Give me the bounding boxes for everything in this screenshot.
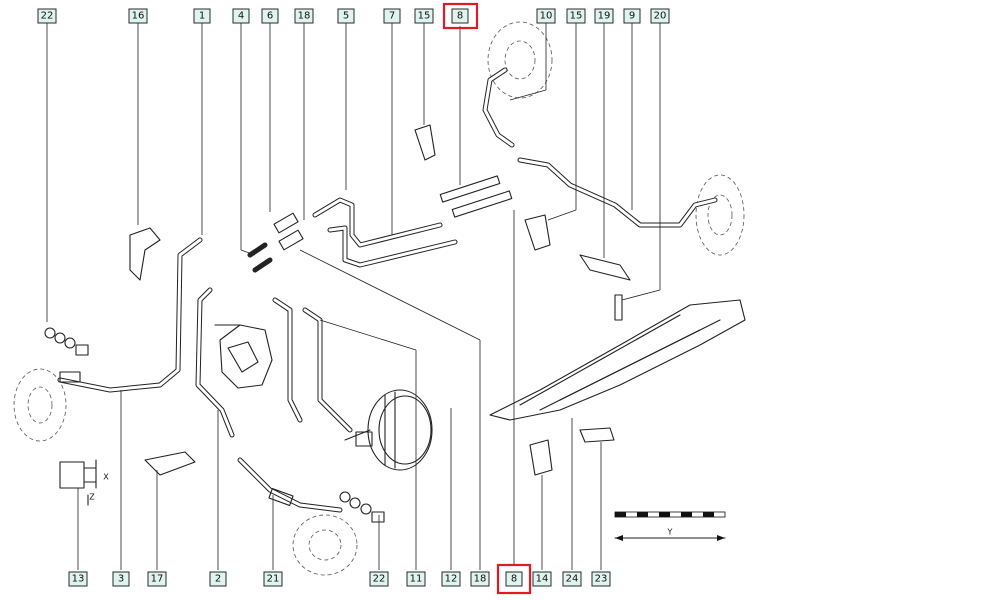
label-23: 23 (591, 571, 611, 587)
brackets (44, 124, 631, 523)
brake-pipes (57, 67, 718, 513)
svg-text:14: 14 (536, 574, 549, 585)
underbody-shield (489, 299, 746, 421)
svg-text:16: 16 (132, 11, 145, 22)
dimension-x-label: X (103, 473, 109, 482)
svg-text:15: 15 (418, 11, 431, 22)
svg-text:18: 18 (474, 574, 487, 585)
svg-text:22: 22 (41, 11, 54, 22)
flex-hoses (59, 175, 513, 507)
label-6: 6 (261, 8, 279, 24)
brake-booster (344, 389, 433, 471)
label-15-left: 15 (414, 8, 434, 24)
label-18-bottom: 18 (470, 571, 490, 587)
svg-text:23: 23 (595, 574, 608, 585)
svg-text:3: 3 (118, 574, 124, 585)
svg-text:21: 21 (267, 574, 280, 585)
bottom-labels: 13 3 17 2 21 22 11 12 18 8 14 24 23 (68, 563, 611, 595)
label-11: 11 (406, 571, 426, 587)
label-13: 13 (68, 571, 88, 587)
label-5: 5 (337, 8, 355, 24)
label-15-right: 15 (566, 8, 586, 24)
svg-text:19: 19 (598, 11, 611, 22)
label-17: 17 (147, 571, 167, 587)
svg-text:24: 24 (566, 574, 579, 585)
label-10: 10 (536, 8, 556, 24)
label-3: 3 (112, 571, 130, 587)
svg-text:2: 2 (215, 574, 221, 585)
scale-bar: Y (614, 511, 726, 541)
label-8-top: 8 (442, 2, 479, 30)
label-22-top: 22 (37, 8, 57, 24)
svg-text:8: 8 (511, 574, 517, 585)
label-1: 1 (193, 8, 211, 24)
label-12: 12 (441, 571, 461, 587)
svg-text:20: 20 (654, 11, 667, 22)
label-16: 16 (128, 8, 148, 24)
label-24: 24 (562, 571, 582, 587)
svg-text:4: 4 (238, 11, 244, 22)
svg-text:9: 9 (629, 11, 635, 22)
label-4: 4 (232, 8, 250, 24)
hydraulic-unit (214, 324, 273, 389)
label-2: 2 (209, 571, 227, 587)
svg-text:12: 12 (445, 574, 458, 585)
svg-text:1: 1 (199, 11, 205, 22)
label-14: 14 (532, 571, 552, 587)
svg-text:22: 22 (373, 574, 386, 585)
leader-lines (46, 23, 661, 570)
label-21: 21 (263, 571, 283, 587)
highlight-box-bottom (496, 563, 532, 595)
label-9: 9 (623, 8, 641, 24)
svg-text:7: 7 (389, 11, 395, 22)
svg-text:5: 5 (343, 11, 349, 22)
highlight-box-top (442, 2, 479, 30)
label-20: 20 (650, 8, 670, 24)
dimension-y-label: Y (667, 528, 673, 537)
svg-text:8: 8 (457, 11, 463, 22)
svg-text:17: 17 (151, 574, 164, 585)
dimension-detail: X Z (87, 459, 109, 506)
label-19: 19 (594, 8, 614, 24)
svg-text:10: 10 (540, 11, 553, 22)
svg-text:11: 11 (410, 574, 423, 585)
label-22-bottom: 22 (369, 571, 389, 587)
wheel-outlines (13, 21, 745, 576)
top-labels: 22 16 1 4 6 18 5 7 15 8 10 15 19 9 20 (37, 2, 670, 30)
dimension-z-label: Z (89, 493, 95, 502)
label-18-top: 18 (294, 8, 314, 24)
svg-text:15: 15 (570, 11, 583, 22)
label-8-bottom: 8 (496, 563, 532, 595)
label-7: 7 (383, 8, 401, 24)
svg-text:13: 13 (72, 574, 85, 585)
svg-text:6: 6 (267, 11, 273, 22)
svg-text:18: 18 (298, 11, 311, 22)
